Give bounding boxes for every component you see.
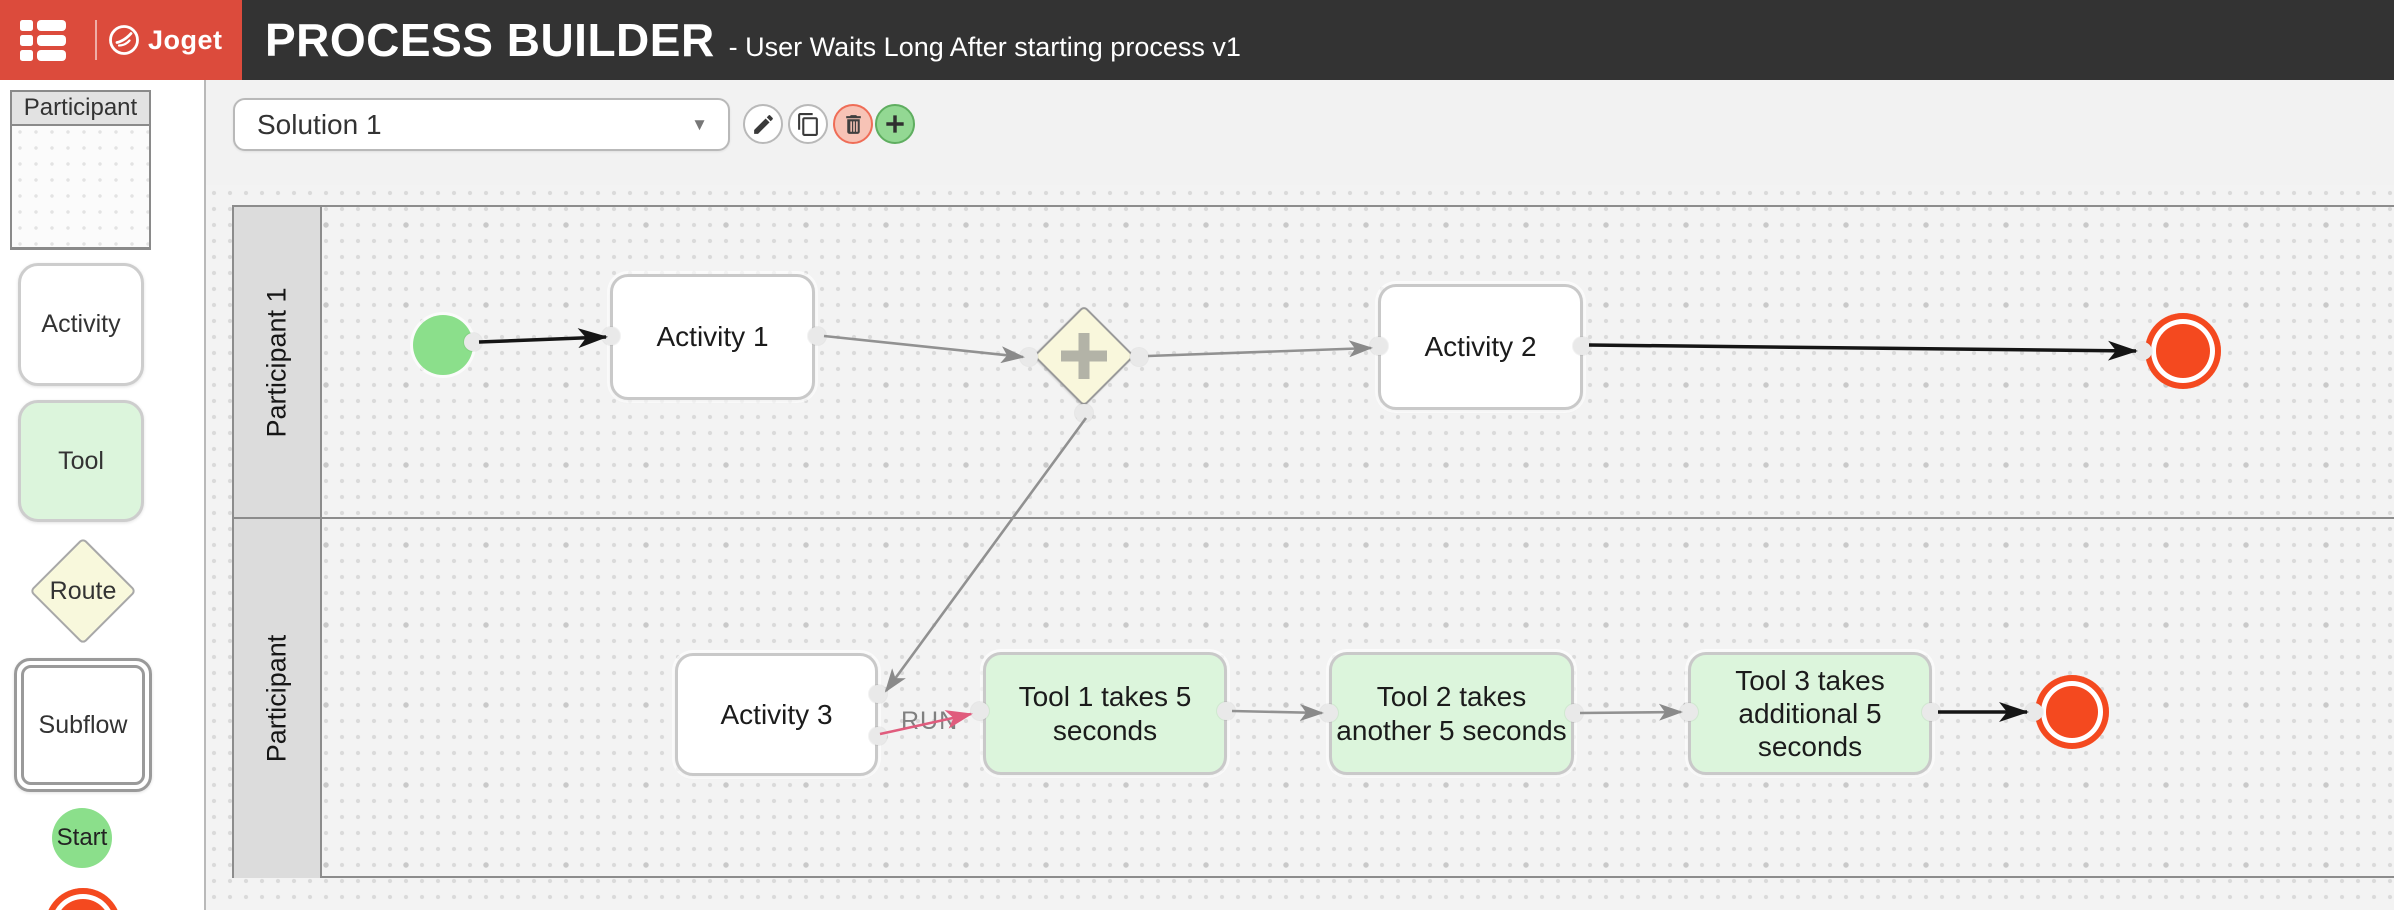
lane-participant-1: Participant 1: [234, 207, 2394, 519]
page-title: PROCESS BUILDER: [265, 14, 715, 66]
connector-port[interactable]: [1565, 704, 1583, 722]
node-route[interactable]: [1032, 304, 1136, 408]
palette-item-subflow[interactable]: Subflow: [14, 658, 152, 792]
node-activity-1[interactable]: Activity 1: [610, 274, 815, 400]
page-subtitle: - User Waits Long After starting process…: [728, 32, 1241, 62]
connector-port[interactable]: [869, 685, 887, 703]
palette-participant-label: Participant: [12, 92, 149, 126]
connector-port[interactable]: [1922, 703, 1940, 721]
connector-port[interactable]: [2025, 703, 2043, 721]
connector-port[interactable]: [1320, 704, 1338, 722]
node-tool-1[interactable]: Tool 1 takes 5 seconds: [983, 652, 1227, 775]
plus-icon: [886, 115, 904, 133]
connector-port[interactable]: [1217, 702, 1235, 720]
node-activity-2[interactable]: Activity 2: [1378, 284, 1583, 410]
palette-item-end-partial[interactable]: [45, 888, 121, 910]
node-activity-3[interactable]: Activity 3: [675, 653, 878, 776]
shape-palette: Participant Activity Tool Route Subflow …: [0, 80, 206, 910]
node-end-1[interactable]: [2145, 313, 2221, 389]
copy-button[interactable]: [788, 104, 828, 144]
connector-port[interactable]: [1573, 337, 1591, 355]
palette-item-participant[interactable]: Participant: [10, 90, 151, 250]
solution-select[interactable]: Solution 1 ▼: [233, 98, 730, 151]
transition-label-run: RUN: [901, 707, 959, 735]
pencil-icon: [753, 114, 773, 134]
palette-item-route[interactable]: Route: [25, 533, 141, 649]
edit-button[interactable]: [743, 104, 783, 144]
connector-port[interactable]: [1020, 348, 1038, 366]
connector-port[interactable]: [464, 333, 482, 351]
node-end-2[interactable]: [2035, 675, 2109, 749]
connector-port[interactable]: [1680, 703, 1698, 721]
palette-item-activity[interactable]: Activity: [18, 263, 144, 386]
brand-name: Joget: [148, 24, 223, 55]
trash-icon: [845, 114, 861, 134]
menu-icon[interactable]: [20, 19, 66, 61]
solution-select-value: Solution 1: [257, 108, 382, 140]
connector-port[interactable]: [808, 327, 826, 345]
connector-port[interactable]: [2134, 342, 2152, 360]
route-plus-icon: [1078, 333, 1090, 379]
subflow-inner-border: Subflow: [21, 665, 145, 785]
canvas-grid: [206, 185, 2394, 910]
brand-divider: [95, 20, 97, 60]
connector-port[interactable]: [869, 727, 887, 745]
node-tool-2[interactable]: Tool 2 takes another 5 seconds: [1329, 652, 1574, 775]
process-pool: Participant 1 Participant: [232, 205, 2394, 878]
delete-button[interactable]: [833, 104, 873, 144]
connector-port[interactable]: [1075, 404, 1093, 422]
palette-item-tool[interactable]: Tool: [18, 400, 144, 522]
connector-port[interactable]: [1130, 348, 1148, 366]
copy-icon: [797, 112, 818, 136]
joget-logo-icon: [109, 25, 139, 55]
node-tool-3[interactable]: Tool 3 takes additional 5 seconds: [1688, 652, 1932, 775]
palette-item-start[interactable]: Start: [52, 808, 112, 868]
connector-port[interactable]: [971, 702, 989, 720]
chevron-down-icon: ▼: [691, 114, 708, 134]
lane-header-participant-1[interactable]: Participant 1: [234, 207, 322, 517]
brand-block: Joget: [0, 0, 242, 80]
connector-port[interactable]: [1370, 337, 1388, 355]
lane-header-participant[interactable]: Participant: [234, 519, 322, 878]
connector-port[interactable]: [602, 327, 620, 345]
joget-logo[interactable]: Joget: [108, 0, 223, 80]
node-start[interactable]: [413, 315, 473, 375]
app-header: Joget PROCESS BUILDER - User Waits Long …: [0, 0, 2394, 80]
lane-participant: Participant: [234, 519, 2394, 878]
title-block: PROCESS BUILDER - User Waits Long After …: [265, 0, 1241, 80]
add-button[interactable]: [875, 104, 915, 144]
